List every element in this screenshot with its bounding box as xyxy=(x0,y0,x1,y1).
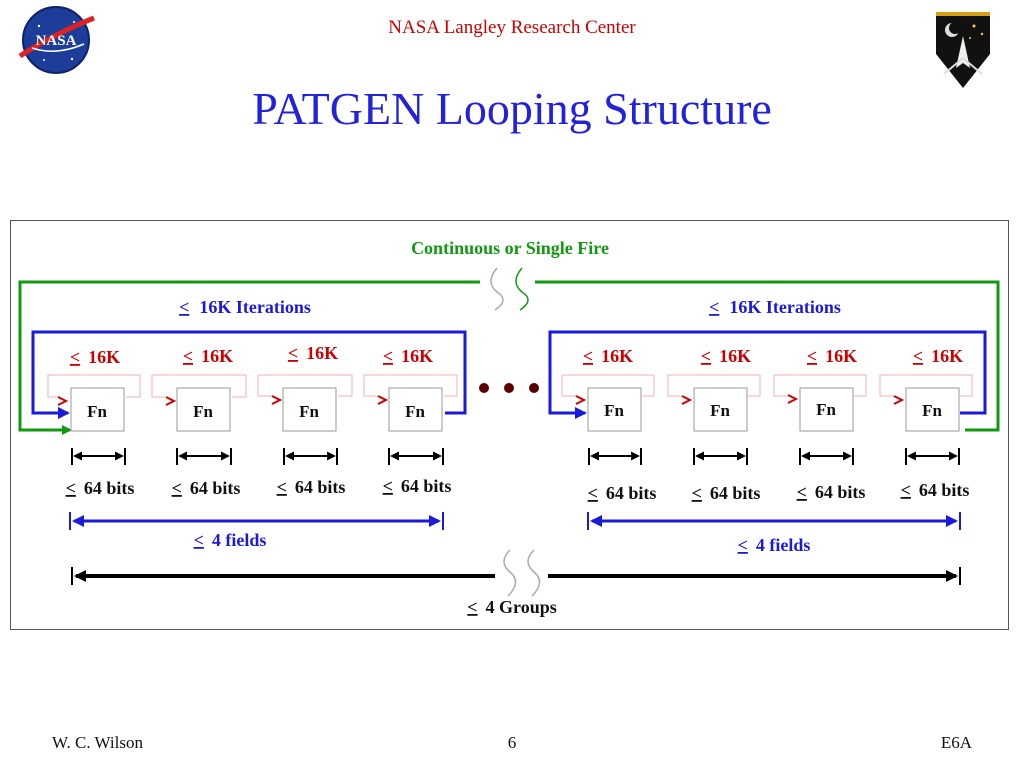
svg-text:< 64 bits: < 64 bits xyxy=(172,478,241,498)
svg-text:< 16K: < 16K xyxy=(70,347,120,367)
iteration-loop-left xyxy=(31,330,467,419)
svg-text:< 16K: < 16K xyxy=(583,346,633,366)
fn-box xyxy=(282,387,337,432)
fn-box xyxy=(905,387,960,432)
fn-box xyxy=(587,387,642,432)
svg-text:Fn: Fn xyxy=(710,401,730,420)
svg-text:< 64 bits: < 64 bits xyxy=(588,483,657,503)
svg-text:NASA: NASA xyxy=(36,33,77,49)
footer-author: W. C. Wilson xyxy=(52,733,143,752)
field-unit: < 16K Fn < 64 bits xyxy=(257,343,353,497)
iteration-label-left: < 16K Iterations xyxy=(179,297,311,317)
outer-loop-label: Continuous or Single Fire xyxy=(411,238,609,258)
diagram-frame xyxy=(10,220,1009,630)
fields-span-right: < 4 fields xyxy=(587,512,961,555)
outer-loop-line xyxy=(18,267,1000,435)
field-unit: < 16K Fn < 64 bits xyxy=(879,346,973,500)
slide-title: PATGEN Looping Structure xyxy=(252,83,772,134)
field-unit: < 16K Fn < 64 bits xyxy=(773,346,867,502)
fields-span-left: < 4 fields xyxy=(69,512,444,550)
footer-code: E6A xyxy=(940,733,972,752)
svg-text:Fn: Fn xyxy=(922,401,942,420)
svg-text:< 64 bits: < 64 bits xyxy=(797,482,866,502)
svg-text:Fn: Fn xyxy=(604,401,624,420)
svg-text:< 16K: < 16K xyxy=(383,346,433,366)
svg-text:Fn: Fn xyxy=(816,400,836,419)
svg-text:< 64 bits: < 64 bits xyxy=(277,477,346,497)
svg-text:< 64 bits: < 64 bits xyxy=(66,478,135,498)
field-unit: < 16K Fn < 64 bits xyxy=(561,346,657,503)
iteration-label-right: < 16K Iterations xyxy=(709,297,841,317)
svg-text:< 16K: < 16K xyxy=(913,346,963,366)
svg-text:< 64 bits: < 64 bits xyxy=(383,476,452,496)
iteration-loop-right xyxy=(548,330,987,419)
fn-box xyxy=(70,387,125,432)
svg-text:< 4 fields: < 4 fields xyxy=(738,535,811,555)
ellipsis-dots xyxy=(479,383,539,393)
field-group-right: < 16K Fn < 64 bits < 16K Fn xyxy=(561,346,973,503)
svg-text:< 16K: < 16K xyxy=(183,346,233,366)
field-unit: < 16K Fn < 64 bits xyxy=(667,346,761,503)
svg-text:Fn: Fn xyxy=(87,402,107,421)
field-unit: < 16K Fn < 64 bits xyxy=(151,346,247,498)
fn-box xyxy=(799,387,854,432)
svg-text:Fn: Fn xyxy=(405,402,425,421)
svg-text:Fn: Fn xyxy=(193,402,213,421)
langley-emblem-logo xyxy=(930,8,996,92)
svg-text:< 16K: < 16K xyxy=(701,346,751,366)
svg-text:< 64 bits: < 64 bits xyxy=(692,483,761,503)
nasa-logo: NASA xyxy=(14,4,98,76)
field-unit: < 16K Fn < 64 bits xyxy=(363,346,458,496)
fn-box xyxy=(693,387,748,432)
svg-text:< 16K: < 16K xyxy=(807,346,857,366)
svg-text:< 4 fields: < 4 fields xyxy=(194,530,267,550)
field-group-left: < 16K Fn < 64 bits < 16K Fn xyxy=(47,343,458,498)
svg-text:Fn: Fn xyxy=(299,402,319,421)
fn-box xyxy=(388,387,443,432)
svg-text:< 64 bits: < 64 bits xyxy=(901,480,970,500)
svg-text:< 4 Groups: < 4 Groups xyxy=(467,597,556,617)
groups-span: < 4 Groups xyxy=(71,549,961,617)
header-center-title: NASA Langley Research Center xyxy=(388,17,636,38)
field-unit: < 16K Fn < 64 bits xyxy=(47,347,141,498)
svg-text:< 16K: < 16K xyxy=(288,343,338,363)
fn-box xyxy=(176,387,231,432)
footer-page-number: 6 xyxy=(507,733,517,752)
